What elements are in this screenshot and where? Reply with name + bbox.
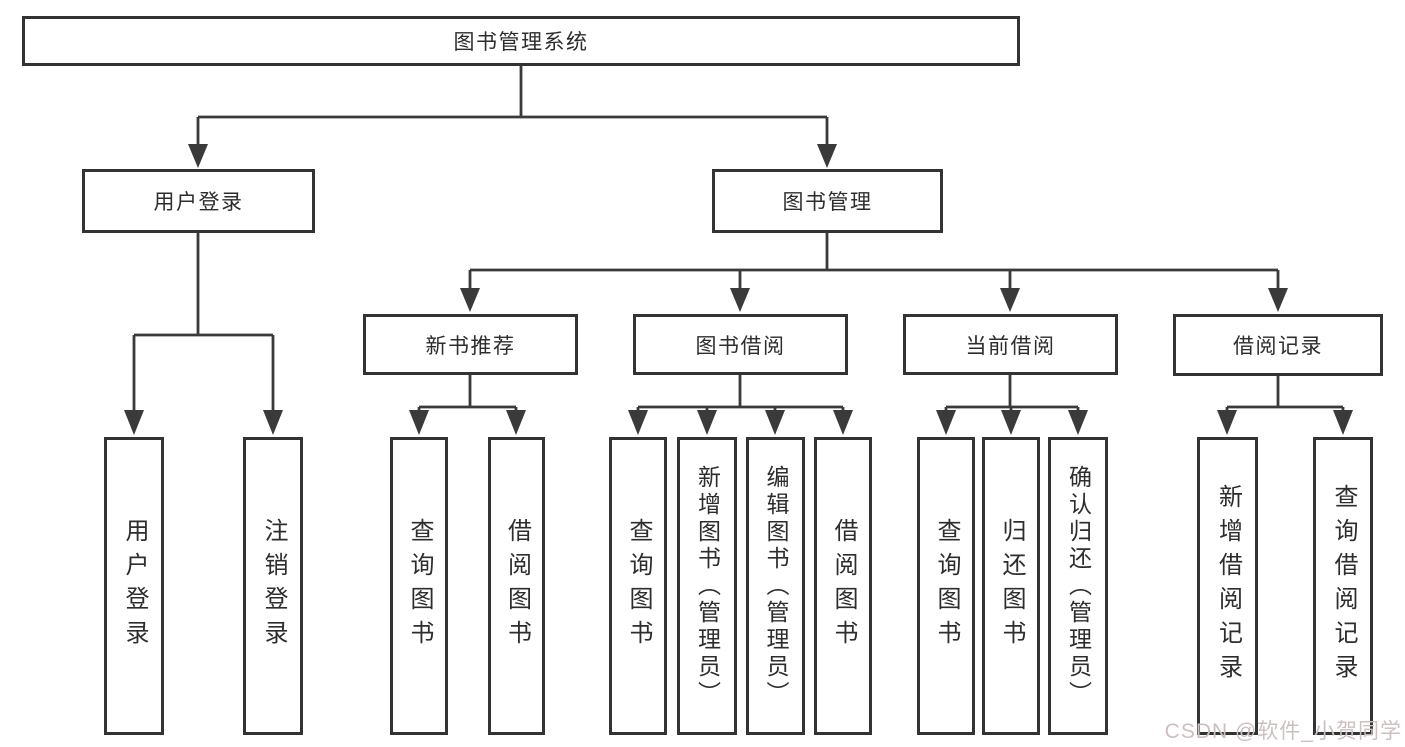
arrow-down-marker (1001, 410, 1021, 435)
arrow-down-marker (124, 410, 144, 435)
node-leaf-add-books-admin: 新增图书（管理员） (677, 437, 737, 735)
node-label: 确认归还（管理员） (1065, 464, 1092, 708)
node-book-borrow: 图书借阅 (633, 314, 848, 375)
edges-book-management (468, 233, 1280, 293)
node-library-system: 图书管理系统 (22, 16, 1020, 66)
node-label: 图书管理系统 (453, 31, 589, 54)
node-label: 注销登录 (260, 518, 287, 654)
edges-book-borrow (636, 375, 845, 416)
node-leaf-edit-books-admin: 编辑图书（管理员） (746, 437, 805, 735)
node-label: 查询图书 (406, 518, 433, 654)
node-leaf-confirm-return-admin: 确认归还（管理员） (1048, 437, 1108, 735)
node-leaf-query-borrow-record: 查询借阅记录 (1313, 437, 1373, 735)
arrow-down-marker (1217, 410, 1237, 435)
node-borrow-records: 借阅记录 (1173, 314, 1383, 376)
arrow-down-marker (409, 410, 429, 435)
arrow-down-marker (833, 410, 853, 435)
arrow-down-marker (765, 410, 785, 435)
node-user-login: 用户登录 (82, 169, 315, 233)
edges-root (196, 66, 829, 150)
node-label: 借阅图书 (503, 518, 531, 654)
arrow-down-marker (697, 410, 717, 435)
arrow-down-marker (628, 410, 648, 435)
arrow-down-marker (1068, 410, 1088, 435)
node-leaf-borrow-books: 借阅图书 (814, 437, 872, 735)
node-label: 图书借阅 (695, 334, 786, 358)
edges-new-book-recommend (417, 375, 518, 416)
node-label: 借阅记录 (1233, 335, 1323, 358)
edge-line (196, 66, 829, 150)
node-leaf-logout: 注销登录 (243, 437, 303, 735)
arrow-down-marker (460, 288, 480, 312)
arrow-down-marker (730, 288, 750, 312)
node-book-management: 图书管理 (712, 169, 943, 233)
node-label: 新增借阅记录 (1214, 484, 1242, 688)
arrow-down-marker (1268, 288, 1288, 312)
node-leaf-add-borrow-record: 新增借阅记录 (1197, 437, 1258, 735)
node-label: 查询图书 (625, 518, 652, 654)
node-label: 用户登录 (153, 191, 244, 214)
node-label: 当前借阅 (965, 334, 1056, 358)
node-leaf-borrow-books: 借阅图书 (488, 437, 545, 735)
node-label: 编辑图书（管理员） (763, 464, 789, 708)
node-leaf-query-books: 查询图书 (917, 437, 975, 735)
arrow-down-marker (263, 410, 283, 435)
node-label: 归还图书 (998, 518, 1025, 654)
watermark: CSDN @软件_小贺同学 (1164, 720, 1402, 743)
node-label: 查询借阅记录 (1330, 484, 1357, 688)
edge-line (944, 375, 1080, 416)
node-label: 借阅图书 (830, 518, 857, 654)
edge-line (636, 375, 845, 416)
edges-borrow-records (1225, 376, 1345, 416)
node-label: 新书推荐 (425, 334, 516, 358)
arrow-down-marker (1333, 410, 1353, 435)
node-leaf-query-books: 查询图书 (390, 437, 448, 735)
node-label: 查询图书 (933, 518, 960, 654)
edges-current-borrow (944, 375, 1080, 416)
edge-line (1225, 376, 1345, 416)
node-label: 新增图书（管理员） (694, 464, 721, 708)
arrow-down-marker (817, 144, 837, 168)
edges-user-login (132, 233, 275, 416)
node-current-borrow: 当前借阅 (903, 314, 1118, 375)
arrow-down-marker (506, 410, 526, 435)
arrow-down-marker (1000, 288, 1020, 312)
arrow-down-marker (936, 410, 956, 435)
node-leaf-query-books: 查询图书 (609, 437, 667, 735)
edge-line (132, 233, 275, 416)
arrow-down-marker (188, 144, 208, 168)
node-label: 图书管理 (782, 191, 873, 214)
node-label: 用户登录 (121, 518, 148, 654)
node-leaf-return-books: 归还图书 (982, 437, 1040, 735)
edge-line (468, 233, 1280, 293)
edge-line (417, 375, 518, 416)
node-new-book-recommend: 新书推荐 (363, 314, 578, 375)
node-leaf-user-login: 用户登录 (104, 437, 164, 735)
